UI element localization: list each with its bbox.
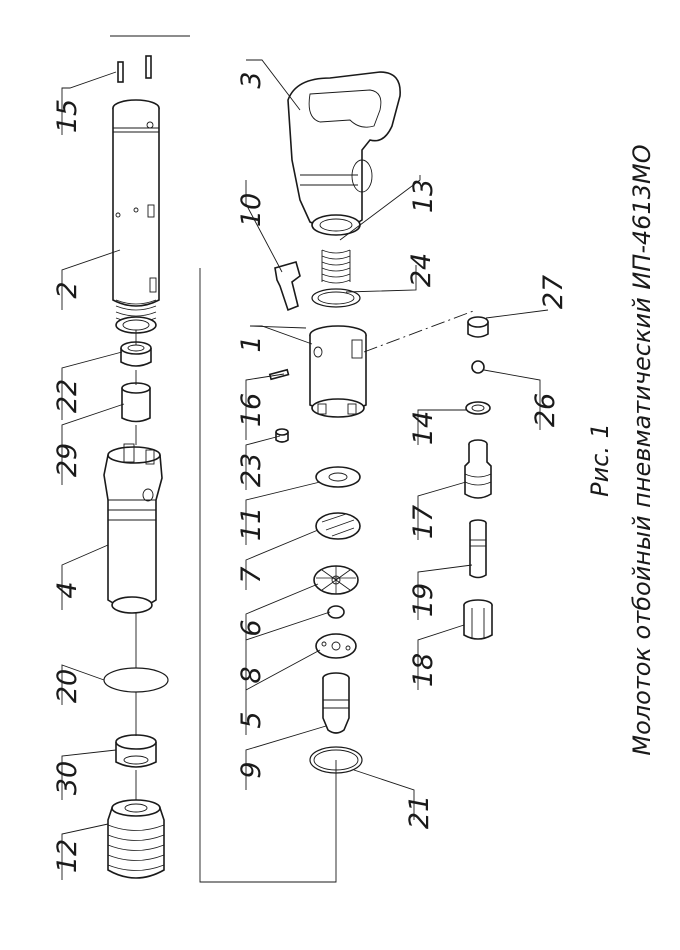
part-14-seal [465, 401, 491, 415]
label-18: 18 [408, 653, 439, 687]
part-18-nut [463, 599, 493, 640]
part-20-ring [103, 667, 169, 693]
label-22: 22 [52, 379, 83, 413]
label-30: 30 [52, 761, 83, 795]
label-20: 20 [52, 669, 83, 703]
label-3: 3 [236, 71, 267, 88]
label-4: 4 [52, 581, 83, 598]
part-2-barrel [112, 99, 160, 334]
part-26-ball [471, 360, 485, 374]
part-6-valve-disc [313, 565, 359, 595]
part-17-union [464, 439, 492, 499]
part-23-small-bushing [275, 428, 289, 443]
label-21: 21 [404, 795, 435, 829]
part-10-latch [274, 261, 301, 312]
label-8: 8 [236, 666, 267, 683]
figure-title: Молоток отбойный пневматический ИП-4613М… [628, 144, 656, 755]
part-4-housing [103, 443, 163, 614]
label-6: 6 [236, 619, 267, 636]
label-12: 12 [52, 839, 83, 873]
part-11-washer [315, 466, 361, 488]
label-24: 24 [406, 253, 437, 287]
label-26: 26 [530, 393, 561, 427]
label-5: 5 [236, 711, 267, 728]
label-19: 19 [408, 583, 439, 617]
figure-number: Рис. 1 [586, 423, 614, 497]
label-2: 2 [52, 281, 83, 298]
label-23: 23 [236, 453, 267, 487]
label-10: 10 [236, 193, 267, 227]
label-7: 7 [236, 566, 267, 583]
part-27-cap [467, 316, 489, 338]
part-30-nut [115, 734, 157, 768]
part-21-o-ring [309, 746, 363, 774]
part-19-nipple [469, 519, 487, 579]
part-number-labels: 15 2 22 29 4 20 30 12 3 10 13 24 1 16 23… [52, 71, 569, 873]
part-5-seat [315, 633, 357, 659]
part-1-valve-body [309, 325, 367, 418]
label-15: 15 [52, 99, 83, 133]
part-29-sleeve [121, 382, 151, 423]
part-9-piston [322, 672, 350, 734]
label-17: 17 [408, 505, 439, 539]
part-13-spring [321, 249, 351, 284]
label-16: 16 [236, 393, 267, 427]
label-27: 27 [538, 275, 569, 309]
part-8-ball [327, 605, 345, 619]
label-29: 29 [52, 443, 83, 477]
part-22-bushing [120, 341, 152, 367]
label-11: 11 [236, 507, 267, 541]
label-1: 1 [236, 335, 267, 352]
label-14: 14 [408, 411, 439, 445]
part-7-plate [315, 512, 361, 540]
part-3-handle [287, 71, 401, 236]
part-24-ring [311, 288, 361, 308]
label-13: 13 [408, 179, 439, 213]
label-9: 9 [236, 761, 267, 778]
part-12-spring-buffer [107, 799, 165, 879]
part-15-pins [117, 55, 152, 83]
leader-lines [61, 59, 549, 880]
figure-caption: Рис. 1 Молоток отбойный пневматический И… [586, 144, 656, 755]
